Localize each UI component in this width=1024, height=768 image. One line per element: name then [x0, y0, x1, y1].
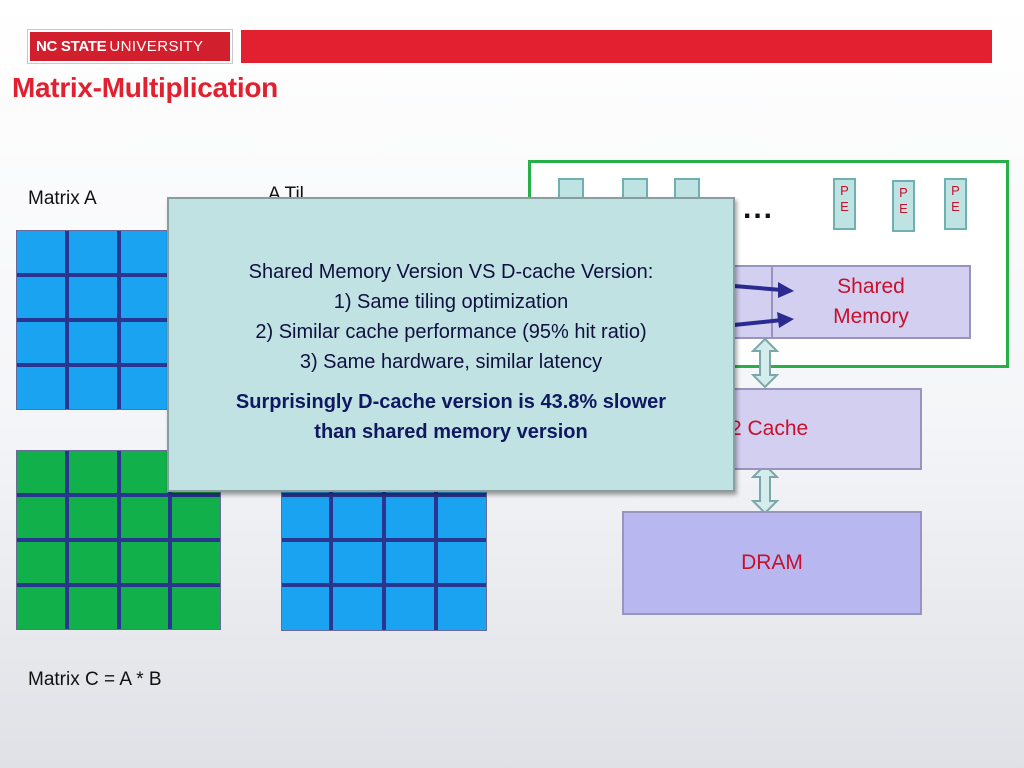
callout-point: 2) Similar cache performance (95% hit ra… [255, 321, 647, 343]
double-arrow-icon [751, 337, 779, 389]
callout-point: 1) Same tiling optimization [333, 291, 569, 313]
processing-element: P E [892, 180, 915, 232]
ellipsis: ... [743, 192, 775, 225]
processing-element: P E [944, 178, 967, 230]
double-arrow-icon [751, 463, 779, 515]
pe-label-e: E [899, 201, 908, 216]
university-logo: NC STATE UNIVERSITY [27, 29, 233, 64]
logo-light-text: UNIVERSITY [109, 38, 204, 55]
matrix-a-label: Matrix A [28, 188, 97, 209]
shared-memory-label: Shared Memory [833, 275, 909, 328]
callout-conclusion: Surprisingly D-cache version is 43.8% sl… [235, 391, 667, 443]
processing-element: P E [833, 178, 856, 230]
dram-label: DRAM [741, 551, 803, 574]
matrix-c-label: Matrix C = A * B [28, 669, 162, 690]
dram-box: DRAM [622, 511, 922, 615]
l2-cache-label: 2 Cache [730, 417, 809, 440]
pe-label-e: E [840, 199, 849, 214]
logo-bold-text: NC STATE [36, 38, 107, 55]
pe-label-p: P [899, 185, 908, 200]
pe-label-p: P [840, 183, 849, 198]
comparison-callout: Shared Memory Version VS D-cache Version… [167, 197, 735, 492]
callout-heading: Shared Memory Version VS D-cache Version… [248, 261, 654, 283]
pe-label-e: E [951, 199, 960, 214]
header-bar [241, 30, 992, 63]
callout-point: 3) Same hardware, similar latency [299, 351, 603, 373]
shared-memory-box: Shared Memory [771, 265, 971, 339]
slide-title: Matrix-Multiplication [12, 72, 278, 103]
pe-label-p: P [951, 183, 960, 198]
arrow-icon [733, 282, 794, 328]
